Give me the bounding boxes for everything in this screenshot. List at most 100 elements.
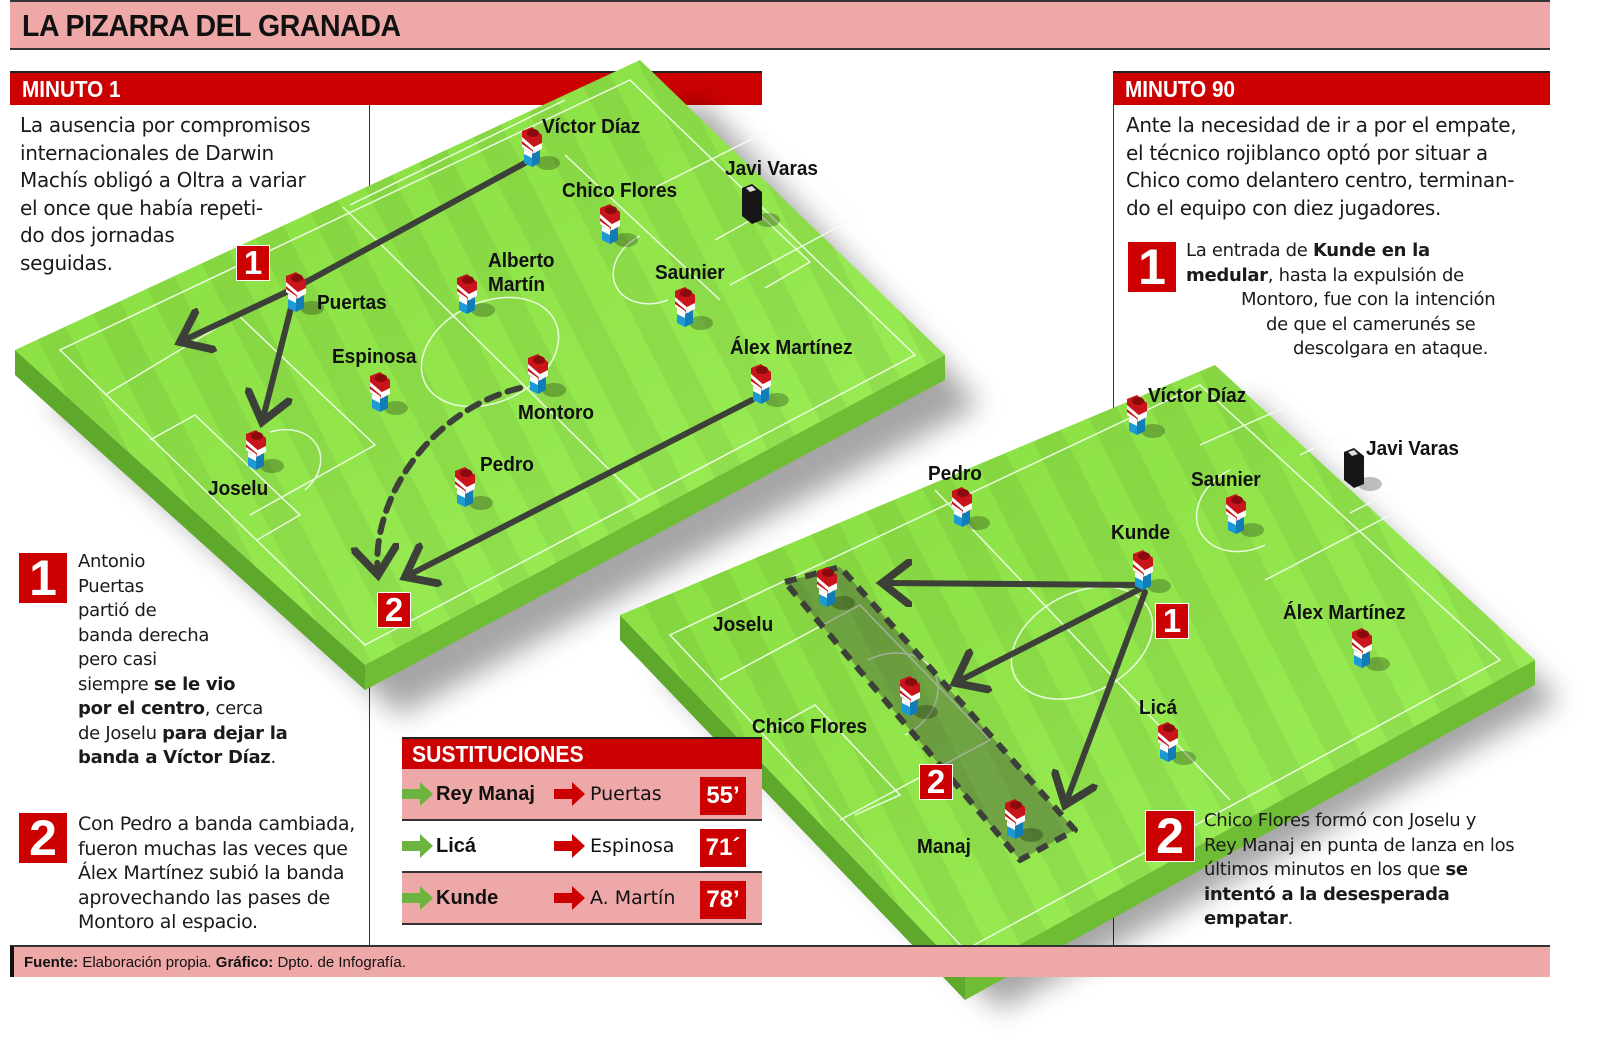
arrow-in-icon [402, 834, 433, 858]
player-label-goalkeeper: Javi Varas [1366, 438, 1459, 460]
pitch2-marker-1: 1 [1155, 602, 1189, 639]
player-label: Puertas [317, 292, 387, 314]
note-line: aprovechando las pases de [78, 886, 330, 909]
note-line: intentó a la desesperada [1204, 883, 1450, 905]
note-line: fueron muchas las veces que [78, 837, 348, 860]
intro-line: internacionales de Darwin [20, 140, 274, 165]
sub-minute: 78’ [700, 881, 746, 919]
arrow-out-icon [554, 834, 585, 858]
note-line: empatar. [1204, 908, 1293, 929]
substitution-row: Rey Manaj Puertas 55’ [402, 769, 762, 821]
minute90-note2: Chico Flores formó con Joselu y Rey Manaj… [1204, 809, 1515, 932]
minute1-heading: MINUTO 1 [10, 71, 762, 105]
intro-line: el once que había repeti- [20, 195, 263, 220]
note-line: por el centro, cerca [78, 698, 263, 719]
player-label: Álex Martínez [730, 337, 853, 359]
player-label: Joselu [713, 614, 774, 636]
player-label: Espinosa [332, 346, 417, 368]
substitution-row: Kunde A. Martín 78’ [402, 873, 762, 925]
title-bar: LA PIZARRA DEL GRANADA [10, 0, 1550, 50]
player-label: Víctor Díaz [1148, 385, 1247, 407]
player-label: Licá [1139, 697, 1178, 719]
player-label: Álex Martínez [1283, 602, 1406, 624]
minute1-heading-text: MINUTO 1 [22, 76, 121, 102]
note1-badge: 1 [18, 550, 68, 606]
intro-line: el técnico rojiblanco optó por situar a [1126, 140, 1488, 165]
pitch1-marker-2: 2 [377, 591, 411, 628]
graphic-text: Dpto. de Infografía. [277, 954, 406, 971]
player-label: Kunde [1111, 522, 1171, 544]
substitutions-heading: SUSTITUCIONES [402, 737, 762, 769]
source-label: Fuente: [24, 954, 79, 971]
arrow-in-icon [402, 886, 433, 910]
intro-line: do el equipo con diez jugadores. [1126, 195, 1442, 220]
minute1-note2: Con Pedro a banda cambiada, fueron mucha… [78, 812, 355, 935]
minute90-intro: Ante la necesidad de ir a por el empate,… [1126, 112, 1517, 222]
footer-credits: Fuente: Elaboración propia. Gráfico: Dpt… [10, 945, 1550, 977]
substitutions-heading-text: SUSTITUCIONES [412, 741, 584, 767]
column-divider [369, 103, 370, 945]
note2-badge: 2 [18, 810, 68, 866]
substitutions-table: SUSTITUCIONES Rey Manaj Puertas 55’ Licá… [402, 737, 762, 925]
note-line: Montoro, fue con la intención [1241, 289, 1496, 310]
intro-line: Chico como delantero centro, terminan- [1126, 168, 1515, 192]
sub-player-in: Licá [436, 834, 477, 857]
note-line: pero casi [78, 649, 157, 670]
note-line: últimos minutos en los que se [1204, 859, 1468, 880]
arrow-in-icon [402, 782, 433, 806]
arrow-out-icon [554, 886, 585, 910]
pitch1-marker-1: 1 [236, 244, 270, 281]
sub-minute: 71´ [700, 829, 746, 867]
note-line: Montoro al espacio. [78, 911, 258, 933]
minute1-intro: La ausencia por compromisos internaciona… [20, 112, 311, 277]
player-label: Manaj [917, 836, 971, 858]
player-label: Chico Flores [752, 716, 868, 738]
player-label: Montoro [518, 402, 594, 424]
intro-line: do dos jornadas [20, 223, 175, 247]
note-line: partió de [78, 600, 157, 621]
sub-player-in: Rey Manaj [436, 782, 535, 805]
player-label: Víctor Díaz [542, 116, 641, 138]
player-label: Saunier [655, 262, 725, 284]
pitch2-marker-2: 2 [919, 763, 953, 800]
note-line: de que el camerunés se [1266, 313, 1476, 335]
player-label: Pedro [480, 454, 534, 476]
intro-line: Ante la necesidad de ir a por el empate, [1126, 113, 1517, 137]
arrow-out-icon [554, 782, 585, 806]
note-line: medular, hasta la expulsión de [1186, 264, 1464, 286]
substitution-row: Licá Espinosa 71´ [402, 821, 762, 873]
player-label: Pedro [928, 463, 982, 485]
note-line: Puertas [78, 575, 144, 597]
player-label: Chico Flores [562, 180, 678, 202]
note-line: descolgara en ataque. [1293, 338, 1489, 359]
player-label: Alberto [488, 250, 555, 272]
note-line: banda derecha [78, 624, 210, 646]
note-line: siempre se le vio [78, 673, 236, 695]
player-label: Joselu [208, 478, 269, 500]
intro-line: La ausencia por compromisos [20, 113, 311, 137]
note-line: Con Pedro a banda cambiada, [78, 813, 355, 835]
player-label-goalkeeper: Javi Varas [725, 158, 818, 180]
note-line: Chico Flores formó con Joselu y [1204, 810, 1477, 831]
note1-badge: 1 [1127, 239, 1177, 295]
note-line: Álex Martínez subió la banda [78, 862, 345, 884]
intro-line: Machís obligó a Oltra a variar [20, 168, 306, 192]
note-line: banda a Víctor Díaz. [78, 747, 276, 768]
graphic-label: Gráfico: [215, 954, 274, 971]
minute90-heading: MINUTO 90 [1113, 71, 1550, 105]
note2-badge: 2 [1145, 808, 1195, 864]
page-title: LA PIZARRA DEL GRANADA [22, 8, 401, 43]
minute90-heading-text: MINUTO 90 [1125, 76, 1236, 102]
sub-player-out: Puertas [590, 783, 662, 805]
note-line: Antonio [78, 551, 146, 572]
intro-line: seguidas. [20, 250, 113, 275]
sub-player-out: A. Martín [590, 887, 676, 909]
source-text: Elaboración propia. [82, 954, 212, 971]
sub-player-out: Espinosa [590, 835, 675, 857]
note-line: Rey Manaj en punta de lanza en los [1204, 834, 1515, 856]
player-label: Saunier [1191, 469, 1261, 491]
note-line: de Joselu para dejar la [78, 722, 288, 744]
player-label: Martín [488, 274, 545, 296]
